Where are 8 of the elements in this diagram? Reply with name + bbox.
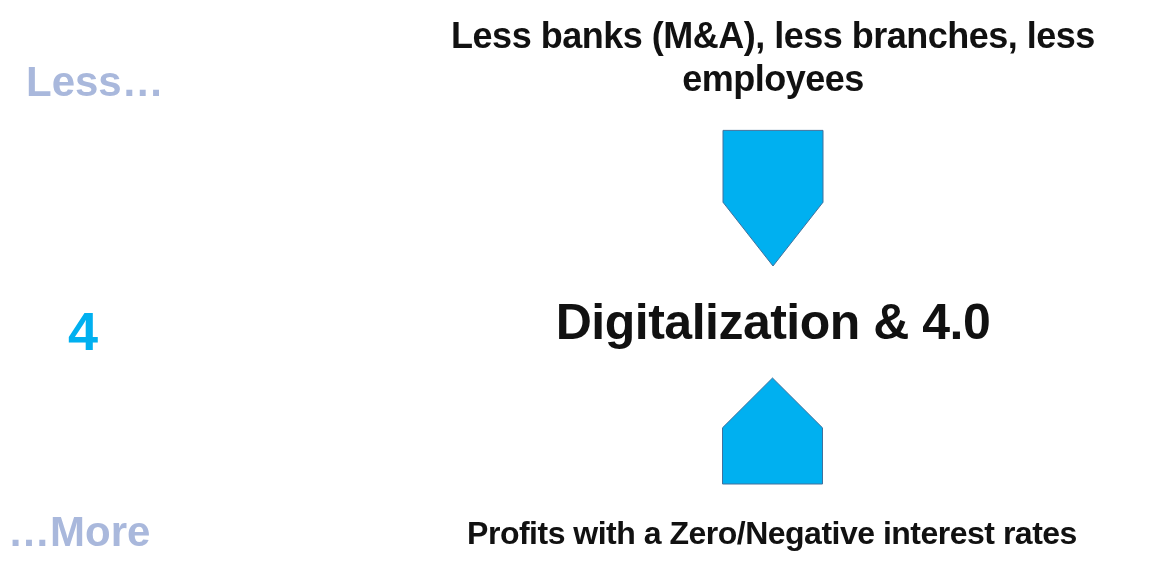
statement-text: Profits with a Zero/Negative interest rates bbox=[467, 514, 1077, 553]
scale-label: Less… bbox=[26, 58, 164, 106]
pentagon-arrow bbox=[722, 377, 823, 485]
step-number: 4 bbox=[68, 300, 99, 362]
heading-text: Digitalization & 4.0 bbox=[555, 293, 991, 352]
pentagon-arrow bbox=[722, 129, 824, 267]
statement-text: Less banks (M&A), less branches, less employees bbox=[450, 14, 1096, 101]
scale-label: …More bbox=[8, 508, 151, 556]
